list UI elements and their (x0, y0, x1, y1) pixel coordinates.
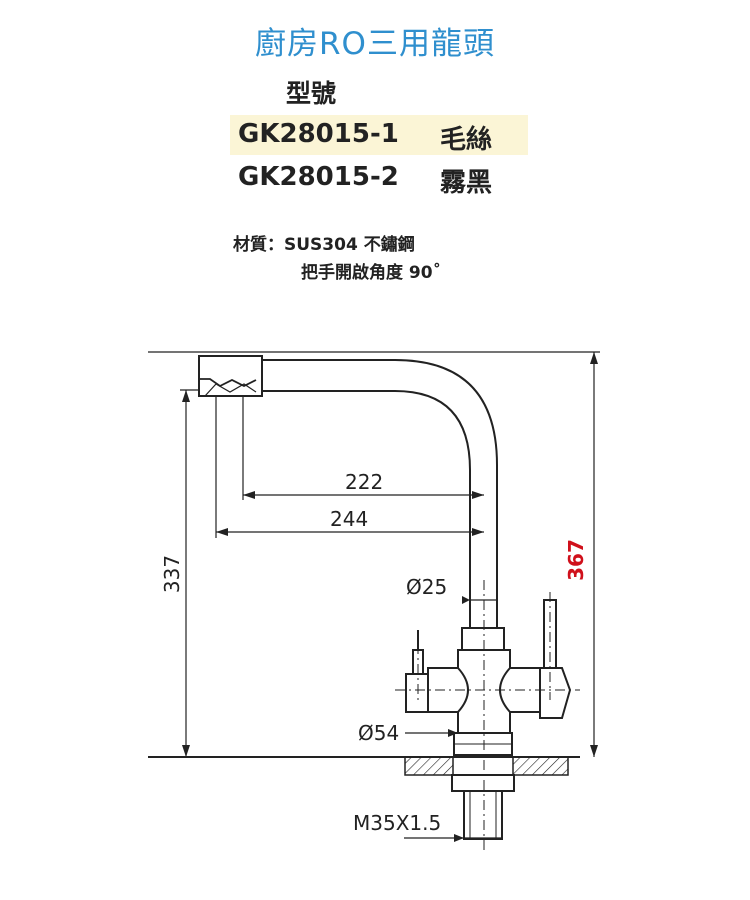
model-code: GK28015-1 (238, 119, 399, 149)
model-row-1: GK28015-1 毛絲 (230, 115, 528, 155)
page-title: 廚房RO三用龍頭 (255, 26, 495, 62)
model-code: GK28015-2 (238, 162, 399, 192)
arrowheads (182, 352, 598, 842)
dimension-337: 337 (160, 555, 184, 593)
dimension-lines (148, 351, 600, 839)
dimension-thread: M35X1.5 (353, 811, 441, 835)
dimension-spout-diameter: Ø25 (406, 575, 447, 599)
handle-angle-spec: 把手開啟角度 90˚ (301, 263, 442, 283)
dimension-367: 367 (564, 539, 588, 581)
model-finish: 毛絲 (440, 125, 493, 155)
dimension-222: 222 (345, 470, 383, 494)
counter-top (148, 756, 580, 776)
model-label: 型號 (286, 79, 337, 108)
model-finish: 霧黑 (440, 168, 493, 198)
model-row-2: GK28015-2 霧黑 (230, 158, 528, 198)
center-lines (395, 580, 580, 850)
material-spec: 材質：SUS304 不鏽鋼 (233, 235, 415, 255)
faucet-outline (198, 355, 572, 840)
dimension-body-diameter: Ø54 (358, 721, 399, 745)
dimension-244: 244 (330, 507, 368, 531)
